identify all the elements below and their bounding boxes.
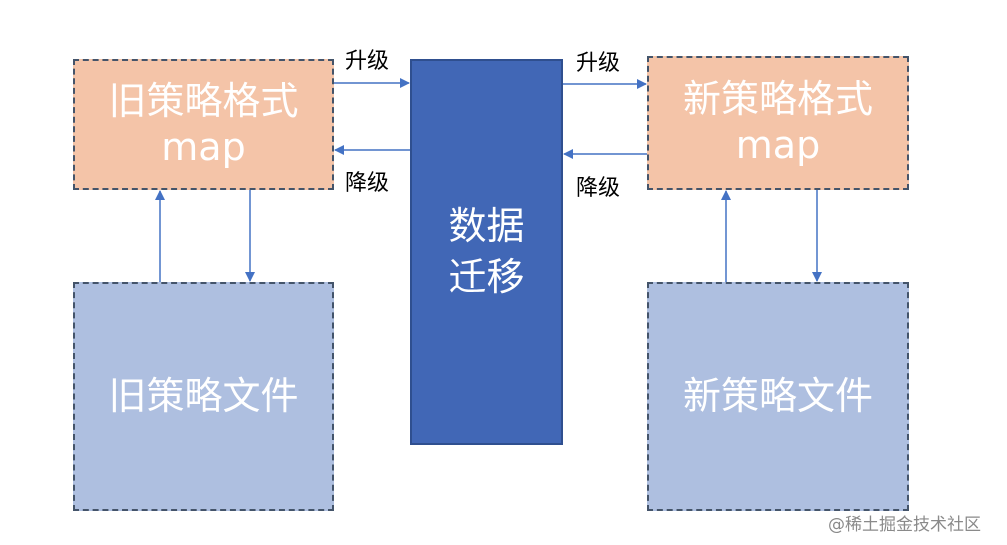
old-strategy-map-box: 旧策略格式 map	[73, 59, 334, 190]
new-strategy-map-line1: 新策略格式	[682, 77, 873, 122]
old-strategy-map-line2: map	[161, 124, 246, 169]
new-strategy-map-text: 新策略格式 map	[683, 77, 873, 168]
new-strategy-map-line2: map	[735, 123, 821, 167]
old-strategy-file-box: 旧策略文件	[73, 282, 334, 511]
left-upgrade-label: 升级	[345, 49, 390, 74]
right-upgrade-label: 升级	[576, 51, 621, 76]
new-strategy-file-box: 新策略文件	[647, 282, 909, 511]
old-strategy-file-label: 旧策略文件	[108, 373, 299, 418]
data-migration-box: 数据 迁移	[410, 59, 563, 445]
right-downgrade-label: 降级	[576, 176, 621, 201]
left-downgrade-label: 降级	[345, 171, 390, 196]
new-strategy-map-box: 新策略格式 map	[647, 56, 909, 190]
old-strategy-map-text: 旧策略格式 map	[108, 79, 298, 170]
data-migration-line1: 数据	[448, 203, 525, 248]
watermark: @稀土掘金技术社区	[828, 515, 981, 535]
old-strategy-map-line1: 旧策略格式	[108, 78, 299, 123]
data-migration-line2: 迁移	[448, 255, 525, 299]
new-strategy-file-label: 新策略文件	[682, 373, 873, 418]
